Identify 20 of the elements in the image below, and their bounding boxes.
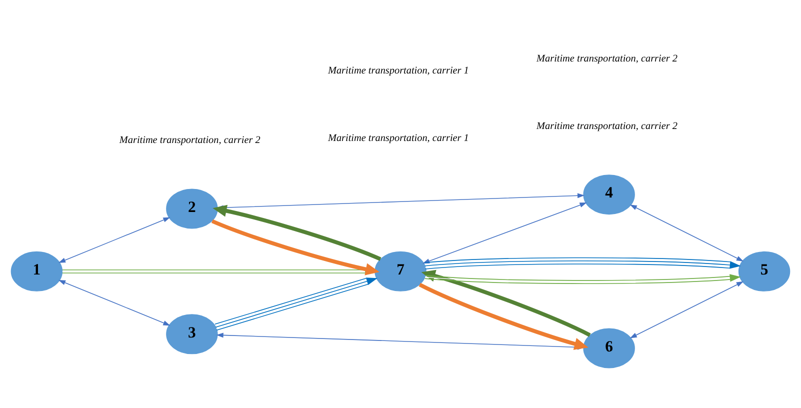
arrow [421,270,591,337]
node-ellipse: 1 [10,251,63,292]
node-ellipse: 7 [374,251,426,292]
arrow [630,281,744,338]
label: Maritime transportation, carrier 1 [328,65,469,76]
label: Maritime transportation, carrier 2 [119,135,260,146]
arrow [630,204,744,262]
label: Maritime transportation, carrier 2 [536,54,678,65]
arrow [58,217,170,263]
arrow [214,278,378,331]
node-ellipse: 3 [166,314,218,354]
arrow [58,280,170,326]
label: Maritime transportation, carrier 2 [536,121,678,132]
node-ellipse: 6 [583,328,635,368]
node-ellipse: 2 [166,188,218,229]
arrow [424,274,741,284]
node-ellipse: 4 [583,174,635,215]
node-ellipse: 5 [738,251,790,292]
arrow [424,257,741,270]
label: Maritime transportation, carrier 1 [328,132,469,144]
